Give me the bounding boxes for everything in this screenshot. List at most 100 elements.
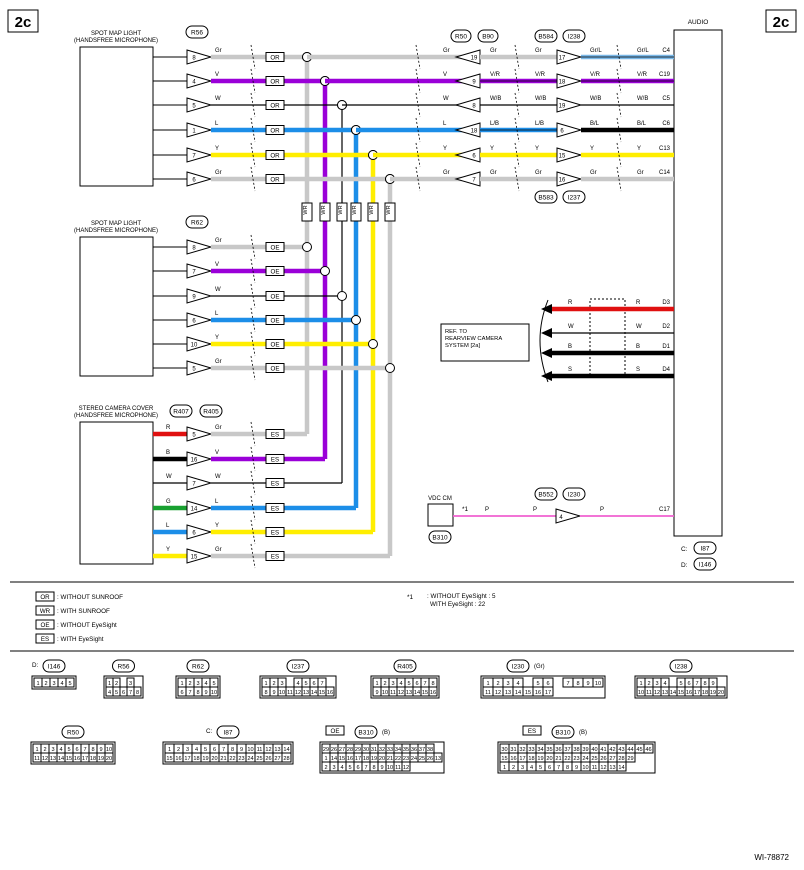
legend-tag (35, 605, 55, 616)
wr-tag (301, 202, 313, 222)
pin-number: 3 (521, 765, 524, 771)
mid-right-code-2: B/L (637, 121, 647, 127)
pin-number: 8 (196, 690, 199, 696)
mid-right-code-2: Y (637, 146, 641, 152)
pin-number: 31 (510, 747, 516, 753)
spot2-pin-10 (186, 336, 213, 352)
pin-diagram-ref: I87 (223, 730, 232, 737)
wr-tag-text: WR (352, 205, 358, 214)
twisted-pair-mark (415, 92, 421, 118)
mid-center-code: Gr (490, 170, 497, 176)
pin-cell (281, 752, 292, 763)
pin-number: 12 (265, 747, 271, 753)
pin-number: 43 (618, 747, 624, 753)
mid-connector-b: B90 (482, 34, 494, 41)
twisted-pair-mark (514, 92, 520, 118)
spot2-opt-tag (265, 315, 285, 325)
spot1-opt-tag-text: OR (270, 153, 280, 160)
rearview-ref-box (440, 323, 530, 362)
pin-number: 25 (256, 756, 262, 762)
mid-left-code: Gr (443, 170, 450, 176)
pin-number: 20 (211, 756, 217, 762)
mid-right-code-2: V/R (637, 72, 648, 78)
conn-opt-tag (325, 725, 345, 736)
pin-number: 15 (501, 756, 507, 762)
legend-tag-text: OE (41, 622, 50, 629)
twisted-pair-mark (250, 92, 256, 118)
mid-left-code: Gr (443, 48, 450, 54)
pin-number: 24 (247, 756, 253, 762)
wr-tag (384, 202, 396, 222)
rearview-code-left: S (568, 367, 572, 373)
mid-right-code-2: Gr/L (637, 48, 649, 54)
pin-number: 6 (122, 690, 125, 696)
spot2-code: Gr (215, 238, 222, 244)
twisted-pair-mark (415, 117, 421, 143)
pin-number: 4 (59, 747, 62, 753)
spot1-opt-tag-text: OR (270, 128, 280, 135)
stereo-pin-label: 5 (192, 433, 196, 439)
stereo-pin-label: 7 (192, 482, 196, 488)
spot1-pin-6 (186, 171, 213, 187)
vdc-connector: B310 (432, 535, 448, 542)
stereo-opt-tag (265, 551, 285, 561)
pin-number: 6 (546, 681, 549, 687)
spot2-opt-tag (265, 291, 285, 301)
pin-number: 4 (516, 681, 519, 687)
pin-number: 19 (202, 756, 208, 762)
mid-pin1-label: 19 (471, 56, 478, 62)
wr-tag-text: WR (303, 205, 309, 214)
pin-number: 9 (204, 690, 207, 696)
stereo-opt-tag-text: ES (271, 506, 279, 513)
audio-c-connector: I87 (700, 546, 709, 553)
mid-pin2-16 (556, 171, 583, 187)
pin-number: 5 (68, 681, 71, 687)
pin-number: 21 (555, 756, 561, 762)
stereo-connector-2: R405 (203, 409, 219, 416)
pin-number: 3 (655, 681, 658, 687)
pin-number: 3 (196, 681, 199, 687)
stereo-code: L (215, 499, 219, 505)
pin-number: 7 (566, 681, 569, 687)
twisted-pair-mark (616, 44, 622, 70)
pin-number: 13 (50, 756, 56, 762)
pin-number: 4 (204, 681, 207, 687)
spot2-opt-tag (265, 266, 285, 276)
pin-number: 7 (695, 681, 698, 687)
pin-diagram-ref-oval (186, 659, 210, 673)
wr-tag-text: WR (338, 205, 344, 214)
pin-number: 6 (548, 765, 551, 771)
rearview-code-right: W (636, 324, 642, 330)
spot1-opt-tag (265, 150, 285, 160)
pin-cell (716, 686, 726, 697)
pin-number: 10 (247, 747, 253, 753)
pin-diagram-ref-oval (216, 725, 240, 739)
spot2-pin-label: 5 (192, 367, 196, 373)
pin-number: 1 (108, 681, 111, 687)
spot1-code: L (215, 121, 219, 127)
stereo-code: Y (215, 523, 219, 529)
spot2-pin-label: 7 (192, 270, 196, 276)
mid-right-code-2: W/B (637, 96, 648, 102)
pin-number: 15 (166, 756, 172, 762)
mid-center-code: Gr (490, 48, 497, 54)
mid-right-code: Gr/L (590, 48, 602, 54)
pin-number: 19 (537, 756, 543, 762)
mid-right-code: Y (590, 146, 594, 152)
pin-number: 5 (679, 681, 682, 687)
stereo-connector-2-oval (199, 404, 223, 418)
pin-number: 27 (609, 756, 615, 762)
page-tag-right (765, 9, 797, 33)
twisted-pair-mark (250, 355, 256, 381)
pin-number: 10 (582, 765, 588, 771)
pin-number: 21 (387, 756, 393, 762)
pin-number: 2 (324, 765, 327, 771)
pin-number: 5 (204, 747, 207, 753)
pin-number: 33 (528, 747, 534, 753)
stereo-opt-tag-text: ES (271, 530, 279, 537)
mid-pin2-label: 18 (559, 80, 566, 86)
pin-number: 34 (537, 747, 543, 753)
pin-number: 6 (180, 690, 183, 696)
spot1-opt-tag-text: OR (270, 79, 280, 86)
pin-number: 17 (184, 756, 190, 762)
